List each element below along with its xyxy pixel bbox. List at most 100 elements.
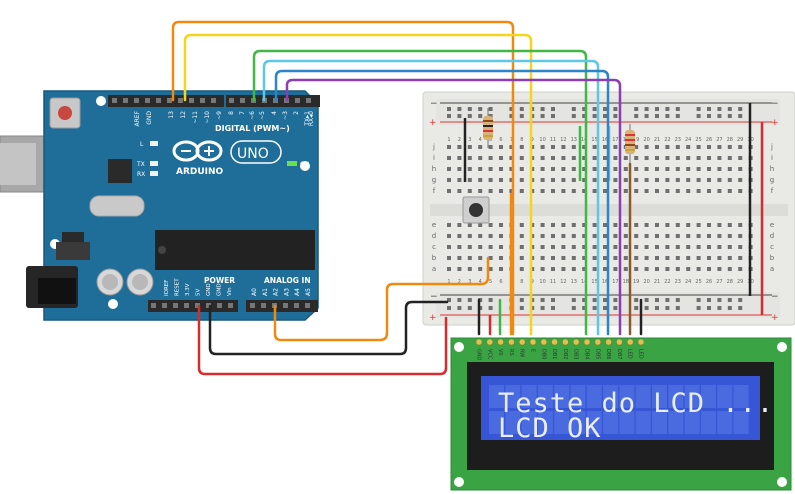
header-hole[interactable] xyxy=(217,303,222,308)
bb-hole[interactable] xyxy=(623,223,628,227)
bb-rail-hole[interactable] xyxy=(540,306,545,310)
bb-rail-hole[interactable] xyxy=(675,107,680,111)
bb-hole[interactable] xyxy=(447,267,451,271)
bb-hole[interactable] xyxy=(561,234,566,238)
bb-hole[interactable] xyxy=(655,234,659,238)
bb-rail-hole[interactable] xyxy=(478,114,483,118)
bb-hole[interactable] xyxy=(499,256,503,260)
bb-hole[interactable] xyxy=(738,267,743,271)
bb-hole[interactable] xyxy=(707,178,711,182)
bb-hole[interactable] xyxy=(509,189,514,193)
bb-hole[interactable] xyxy=(467,156,472,160)
bb-hole[interactable] xyxy=(457,223,462,227)
bb-hole[interactable] xyxy=(644,256,649,260)
bb-hole[interactable] xyxy=(644,156,649,160)
bb-hole[interactable] xyxy=(675,245,680,249)
bb-hole[interactable] xyxy=(499,267,503,271)
bb-rail-hole[interactable] xyxy=(707,107,711,111)
header-hole[interactable] xyxy=(195,303,200,308)
bb-rail-hole[interactable] xyxy=(727,298,732,302)
bb-hole[interactable] xyxy=(540,267,545,271)
bb-hole[interactable] xyxy=(561,223,566,227)
bb-hole[interactable] xyxy=(603,167,607,171)
bb-hole[interactable] xyxy=(467,145,472,149)
bb-hole[interactable] xyxy=(571,156,576,160)
lcd-pin[interactable] xyxy=(497,338,504,346)
bb-hole[interactable] xyxy=(592,178,597,182)
bb-hole[interactable] xyxy=(707,223,711,227)
bb-hole[interactable] xyxy=(696,145,701,149)
bb-rail-hole[interactable] xyxy=(540,107,545,111)
bb-rail-hole[interactable] xyxy=(582,114,587,118)
bb-rail-hole[interactable] xyxy=(540,298,545,302)
header-hole[interactable] xyxy=(173,303,178,308)
lcd-pin[interactable] xyxy=(508,338,515,346)
bb-rail-hole[interactable] xyxy=(707,298,711,302)
bb-hole[interactable] xyxy=(603,145,607,149)
bb-hole[interactable] xyxy=(623,167,628,171)
bb-rail-hole[interactable] xyxy=(727,114,732,118)
bb-rail-hole[interactable] xyxy=(467,306,472,310)
bb-hole[interactable] xyxy=(686,145,691,149)
bb-hole[interactable] xyxy=(488,223,493,227)
bb-hole[interactable] xyxy=(644,245,649,249)
bb-hole[interactable] xyxy=(623,256,628,260)
bb-hole[interactable] xyxy=(707,267,711,271)
bb-hole[interactable] xyxy=(634,189,639,193)
header-hole[interactable] xyxy=(123,98,128,103)
bb-rail-hole[interactable] xyxy=(634,298,639,302)
bb-hole[interactable] xyxy=(540,178,545,182)
bb-hole[interactable] xyxy=(717,234,722,238)
bb-hole[interactable] xyxy=(592,167,597,171)
bb-rail-hole[interactable] xyxy=(509,114,514,118)
bb-rail-hole[interactable] xyxy=(478,107,483,111)
bb-hole[interactable] xyxy=(488,267,493,271)
bb-hole[interactable] xyxy=(519,234,524,238)
bb-hole[interactable] xyxy=(644,167,649,171)
bb-hole[interactable] xyxy=(634,145,639,149)
bb-hole[interactable] xyxy=(603,178,607,182)
bb-hole[interactable] xyxy=(488,245,493,249)
bb-hole[interactable] xyxy=(561,178,566,182)
bb-hole[interactable] xyxy=(478,156,483,160)
bb-hole[interactable] xyxy=(727,189,732,193)
bb-rail-hole[interactable] xyxy=(509,107,514,111)
bb-hole[interactable] xyxy=(571,267,576,271)
bb-rail-hole[interactable] xyxy=(634,107,639,111)
resistor-2[interactable] xyxy=(625,124,635,164)
bb-hole[interactable] xyxy=(467,189,472,193)
bb-hole[interactable] xyxy=(696,245,701,249)
bb-hole[interactable] xyxy=(675,256,680,260)
bb-hole[interactable] xyxy=(582,145,587,149)
bb-rail-hole[interactable] xyxy=(644,298,649,302)
bb-hole[interactable] xyxy=(571,189,576,193)
bb-hole[interactable] xyxy=(499,234,503,238)
bb-hole[interactable] xyxy=(540,156,545,160)
lcd-pin[interactable] xyxy=(475,338,483,346)
bb-hole[interactable] xyxy=(499,178,503,182)
bb-hole[interactable] xyxy=(717,256,722,260)
bb-hole[interactable] xyxy=(707,167,711,171)
bb-hole[interactable] xyxy=(603,267,607,271)
bb-hole[interactable] xyxy=(696,223,701,227)
header-hole[interactable] xyxy=(211,98,216,103)
bb-hole[interactable] xyxy=(675,234,680,238)
bb-rail-hole[interactable] xyxy=(603,306,607,310)
bb-hole[interactable] xyxy=(561,189,566,193)
bb-hole[interactable] xyxy=(707,234,711,238)
bb-hole[interactable] xyxy=(623,245,628,249)
bb-rail-hole[interactable] xyxy=(467,298,472,302)
header-hole[interactable] xyxy=(178,98,183,103)
bb-rail-hole[interactable] xyxy=(665,114,670,118)
bb-hole[interactable] xyxy=(457,178,462,182)
bb-hole[interactable] xyxy=(519,167,524,171)
header-hole[interactable] xyxy=(295,98,300,103)
header-hole[interactable] xyxy=(112,98,117,103)
bb-hole[interactable] xyxy=(675,223,680,227)
header-hole[interactable] xyxy=(162,303,167,308)
bb-hole[interactable] xyxy=(623,178,628,182)
bb-hole[interactable] xyxy=(738,234,743,238)
bb-hole[interactable] xyxy=(457,234,462,238)
bb-hole[interactable] xyxy=(738,245,743,249)
bb-rail-hole[interactable] xyxy=(592,298,597,302)
